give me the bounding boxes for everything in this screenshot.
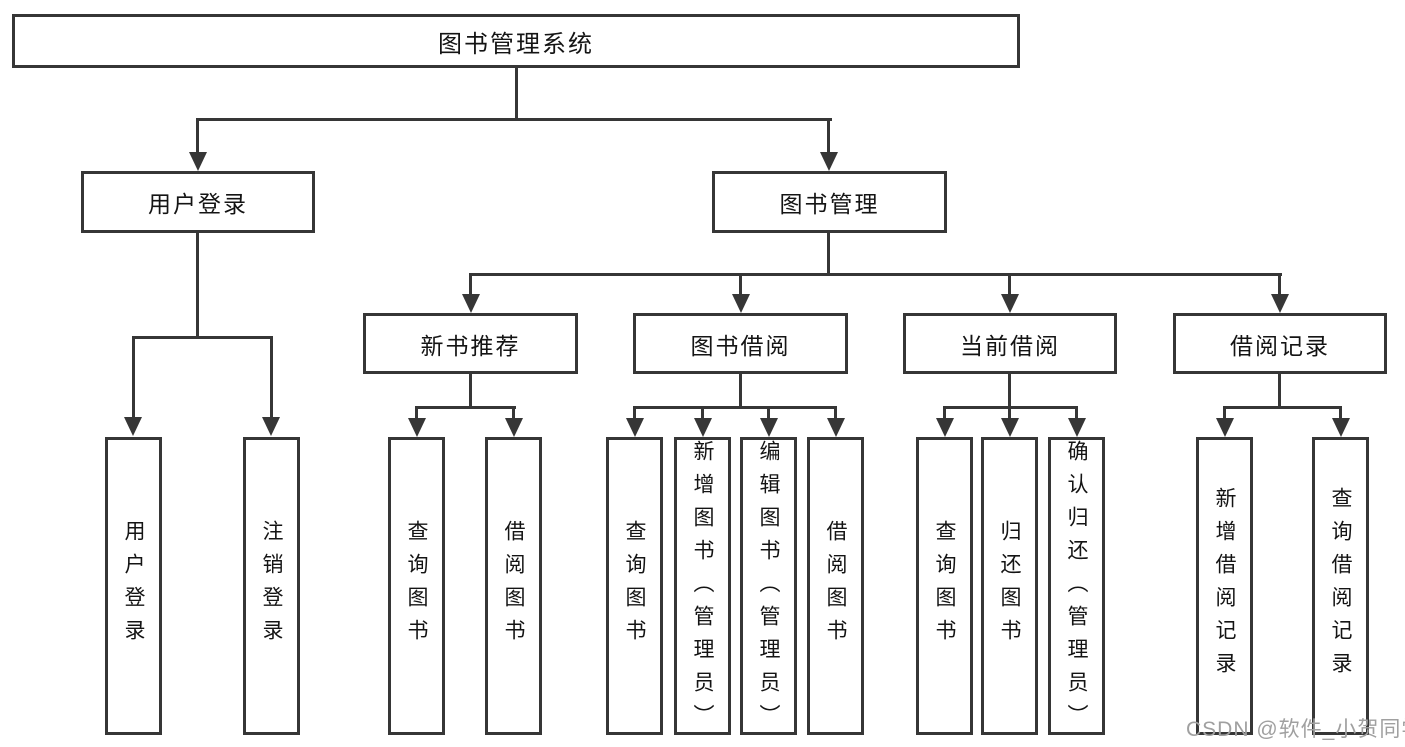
connector-line <box>469 273 472 296</box>
leaf-query-books-2: 查询图书 <box>606 437 663 735</box>
node-user-login: 用户登录 <box>81 171 315 233</box>
arrow-down-icon <box>1068 418 1086 437</box>
leaf-query-books-3: 查询图书 <box>916 437 973 735</box>
leaf-add-book-admin: 新增图书（管理员） <box>674 437 731 737</box>
connector-line <box>196 118 199 153</box>
arrow-down-icon <box>1001 418 1019 437</box>
node-root: 图书管理系统 <box>12 14 1020 68</box>
leaf-edit-book-admin: 编辑图书（管理员） <box>740 437 797 737</box>
connector-line <box>1008 374 1011 406</box>
arrow-down-icon <box>462 294 480 313</box>
connector-line <box>196 233 199 336</box>
connector-line <box>827 118 830 153</box>
connector-line <box>132 336 273 339</box>
arrow-down-icon <box>124 417 142 436</box>
node-book-management: 图书管理 <box>712 171 947 233</box>
connector-line <box>827 233 830 273</box>
leaf-query-borrow-record: 查询借阅记录 <box>1312 437 1369 735</box>
leaf-user-login: 用户登录 <box>105 437 162 735</box>
leaf-add-borrow-record: 新增借阅记录 <box>1196 437 1253 735</box>
connector-line <box>1008 406 1011 419</box>
connector-line <box>834 406 837 419</box>
node-current-borrow: 当前借阅 <box>903 313 1117 374</box>
leaf-confirm-return-admin: 确认归还（管理员） <box>1048 437 1105 737</box>
arrow-down-icon <box>626 418 644 437</box>
node-book-borrow: 图书借阅 <box>633 313 848 374</box>
connector-line <box>270 336 273 418</box>
arrow-down-icon <box>408 418 426 437</box>
connector-line <box>1008 273 1011 296</box>
connector-line <box>469 273 1282 276</box>
arrow-down-icon <box>936 418 954 437</box>
arrow-down-icon <box>189 152 207 171</box>
node-borrow-records: 借阅记录 <box>1173 313 1387 374</box>
watermark: CSDN @软件_小贺同学 <box>1186 718 1405 741</box>
connector-line <box>132 336 135 418</box>
connector-line <box>633 406 636 419</box>
connector-line <box>1075 406 1078 419</box>
arrow-down-icon <box>760 418 778 437</box>
connector-line <box>701 406 704 419</box>
arrow-down-icon <box>694 418 712 437</box>
leaf-return-book: 归还图书 <box>981 437 1038 735</box>
connector-line <box>197 118 832 121</box>
leaf-borrow-books-1: 借阅图书 <box>485 437 542 735</box>
connector-line <box>415 406 418 419</box>
arrow-down-icon <box>1001 294 1019 313</box>
connector-line <box>739 374 742 406</box>
connector-line <box>633 406 837 409</box>
connector-line <box>512 406 515 419</box>
connector-line <box>415 406 516 409</box>
connector-line <box>515 68 518 118</box>
arrow-down-icon <box>262 417 280 436</box>
arrow-down-icon <box>1332 418 1350 437</box>
leaf-query-books-1: 查询图书 <box>388 437 445 735</box>
connector-line <box>767 406 770 419</box>
connector-line <box>1223 406 1342 409</box>
leaf-logout: 注销登录 <box>243 437 300 735</box>
arrow-down-icon <box>1216 418 1234 437</box>
connector-line <box>469 374 472 406</box>
connector-line <box>1223 406 1226 419</box>
arrow-down-icon <box>505 418 523 437</box>
connector-line <box>943 406 946 419</box>
connector-line <box>1278 374 1281 406</box>
arrow-down-icon <box>732 294 750 313</box>
connector-line <box>739 273 742 296</box>
arrow-down-icon <box>827 418 845 437</box>
leaf-borrow-books-2: 借阅图书 <box>807 437 864 735</box>
connector-line <box>1278 273 1281 296</box>
arrow-down-icon <box>1271 294 1289 313</box>
connector-line <box>1339 406 1342 419</box>
arrow-down-icon <box>820 152 838 171</box>
node-new-book-recommend: 新书推荐 <box>363 313 578 374</box>
